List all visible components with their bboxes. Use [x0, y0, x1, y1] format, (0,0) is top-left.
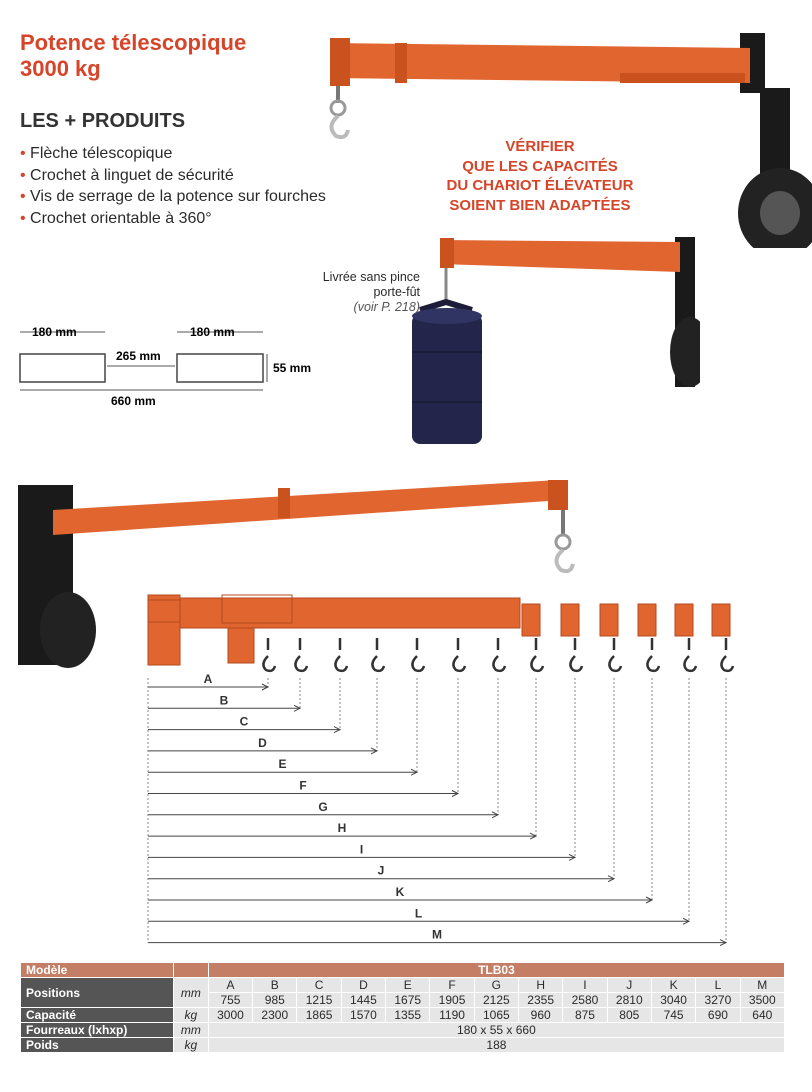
- weight-value: 188: [207, 1037, 786, 1053]
- position-letter: J: [378, 864, 385, 878]
- arrow-head: [333, 726, 342, 734]
- position-letter: K: [396, 885, 405, 899]
- model-value: TLB03: [207, 962, 786, 978]
- positions-label: Positions: [20, 977, 174, 1008]
- hook-icon: [492, 638, 507, 673]
- arrow-head: [293, 704, 302, 712]
- position-letter: H: [338, 821, 347, 835]
- beam-tip: [599, 603, 619, 637]
- sleeve-height-label: 55 mm: [273, 361, 311, 375]
- position-letter: D: [258, 736, 267, 750]
- arrow-head: [451, 790, 460, 797]
- position-letter: E: [278, 757, 286, 771]
- position-letter: C: [240, 715, 249, 729]
- arrow-head: [719, 939, 728, 947]
- arrow-head: [645, 896, 654, 904]
- arrow-head: [491, 811, 500, 819]
- hook-icon: [262, 638, 277, 673]
- sleeves-label: Fourreaux (lxhxp): [20, 1022, 174, 1038]
- arrow-head: [529, 832, 538, 840]
- capacity-warning: VÉRIFIER QUE LES CAPACITÉS DU CHARIOT ÉL…: [446, 138, 634, 214]
- product-photo-top: [329, 33, 812, 248]
- arrow-head: [682, 917, 691, 925]
- product-photo-drum: [412, 237, 700, 444]
- hook-icon: [720, 638, 735, 673]
- hook-icon: [411, 638, 426, 673]
- feature-item: Crochet orientable à 360°: [20, 208, 326, 230]
- hook-icon: [371, 638, 386, 673]
- beam-tip: [637, 603, 657, 637]
- feature-item: Crochet à linguet de sécurité: [20, 165, 326, 187]
- arrow-head: [370, 747, 379, 755]
- sleeve-total-label: 660 mm: [111, 394, 156, 408]
- hook-icon: [608, 638, 623, 673]
- position-letter: F: [299, 779, 306, 793]
- sleeve-width-label: 180 mm: [32, 325, 77, 339]
- hook-icon: [530, 638, 545, 673]
- sleeve-gap-label: 265 mm: [116, 349, 161, 363]
- arrow-head: [568, 853, 577, 861]
- position-letter: I: [360, 842, 363, 856]
- model-label: Modèle: [20, 962, 174, 978]
- hook-icon: [294, 638, 309, 673]
- arrow-head: [607, 875, 616, 883]
- beam-tip: [521, 603, 541, 637]
- feature-item: Flèche télescopique: [20, 143, 326, 165]
- product-title: Potence télescopique 3000 kg: [20, 30, 247, 81]
- position-letter: G: [318, 800, 327, 814]
- hook-icon: [452, 638, 467, 673]
- arrow-head: [261, 683, 270, 691]
- position-letter: B: [220, 693, 229, 707]
- fork-sleeve-diagram: 180 mm 180 mm 265 mm 55 mm 660 mm: [19, 325, 311, 408]
- position-letter: M: [432, 928, 442, 942]
- capacity-label: Capacité: [20, 1007, 174, 1023]
- feature-item: Vis de serrage de la potence sur fourche…: [20, 186, 326, 208]
- beam-tip: [560, 603, 580, 637]
- beam-tip: [711, 603, 731, 637]
- hook-icon: [646, 638, 661, 673]
- features-list: Flèche télescopique Crochet à linguet de…: [20, 143, 326, 229]
- beam-tip: [674, 603, 694, 637]
- weight-label: Poids: [20, 1037, 174, 1053]
- positions-unit: mm: [172, 977, 209, 1008]
- spec-table: Modèle TLB03 Positions mm A B C D E F G …: [20, 962, 786, 1053]
- hook-icon: [569, 638, 584, 673]
- hook-icon: [683, 638, 698, 673]
- hook-icon: [334, 638, 349, 673]
- position-letter: L: [415, 906, 422, 920]
- product-photo-side: [18, 480, 575, 668]
- sleeve-width-label: 180 mm: [190, 325, 235, 339]
- drum-clamp-note: Livrée sans pince porte-fût (voir P. 218…: [322, 270, 420, 314]
- sleeves-value: 180 x 55 x 660: [207, 1022, 786, 1038]
- arrow-head: [410, 768, 419, 776]
- position-letter: A: [204, 672, 213, 686]
- features-heading: LES + PRODUITS: [20, 110, 186, 132]
